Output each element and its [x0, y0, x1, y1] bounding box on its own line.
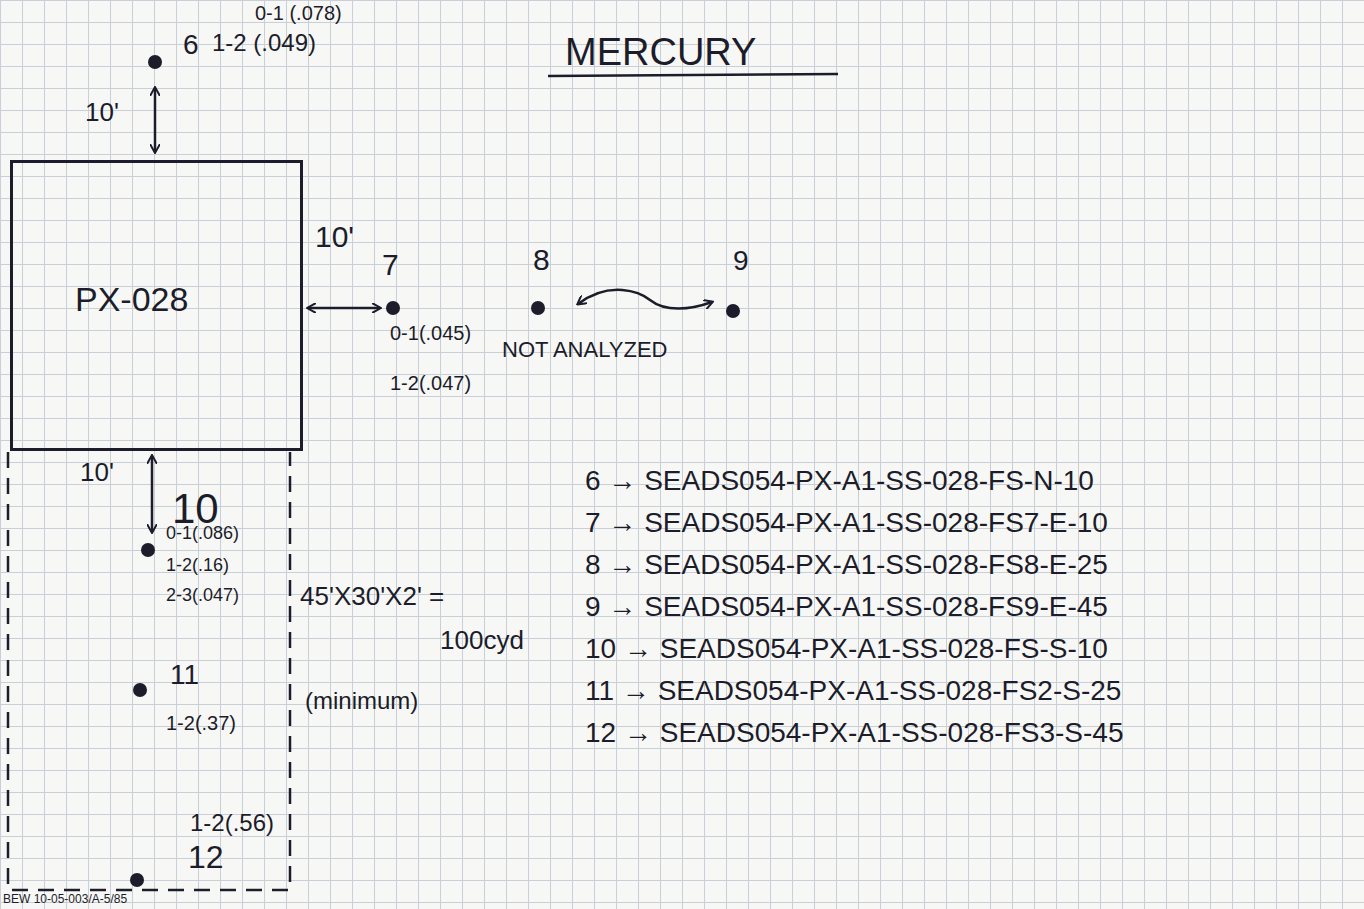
excavation-outline: [8, 452, 290, 890]
dimension-arrow: [151, 456, 154, 532]
dimension-arrow: [308, 307, 380, 310]
sample-result: 1-2(.16): [166, 556, 229, 576]
dimension: 10': [80, 458, 114, 487]
sample-point: [130, 873, 144, 887]
sample-result: 0-1(.045): [390, 322, 471, 344]
volume-estimate: 100cyd: [440, 626, 524, 655]
sample-id: 9 → SEADS054-PX-A1-SS-028-FS9-E-45: [585, 592, 1108, 623]
sample-result: 1-2(.047): [390, 372, 471, 394]
note: NOT ANALYZED: [502, 338, 667, 362]
note: (minimum): [305, 688, 418, 714]
box-label: PX-028: [75, 281, 188, 318]
sample-point: [141, 543, 155, 557]
sample-id: 8 → SEADS054-PX-A1-SS-028-FS8-E-25: [585, 550, 1108, 581]
dimension-arrow: [154, 88, 157, 152]
sample-id: 10 → SEADS054-PX-A1-SS-028-FS-S-10: [585, 634, 1108, 665]
volume-estimate: 45'X30'X2' =: [300, 582, 444, 611]
dimension: 10': [85, 98, 119, 127]
form-number: BEW 10-05-003/A-5/85: [3, 893, 127, 906]
sample-id: 11 → SEADS054-PX-A1-SS-028-FS2-S-25: [585, 676, 1121, 707]
sample-point: [531, 301, 545, 315]
sample-result: 0-1(.086): [166, 524, 239, 544]
sample-id: 12 → SEADS054-PX-A1-SS-028-FS3-S-45: [585, 718, 1123, 749]
sample-number: 9: [733, 246, 749, 277]
sample-result: 2-3(.047): [166, 586, 239, 606]
title-underline: [548, 74, 838, 76]
sample-result: 1-2(.56): [190, 810, 274, 836]
title: MERCURY: [565, 32, 756, 74]
sample-number: 11: [170, 660, 199, 691]
sample-id: 6 → SEADS054-PX-A1-SS-028-FS-N-10: [585, 466, 1094, 497]
sample-point: [386, 301, 400, 315]
site-box: PX-028: [10, 160, 303, 451]
sample-result: 1-2 (.049): [212, 30, 316, 56]
sample-point: [148, 55, 162, 69]
sample-number: 12: [188, 840, 224, 875]
wavy-arrow: [578, 290, 712, 309]
sample-point: [133, 683, 147, 697]
sample-number: 6: [183, 30, 199, 61]
sample-result: 0-1 (.078): [255, 2, 342, 24]
sample-point: [726, 304, 740, 318]
dimension: 10': [315, 220, 354, 253]
sample-result: 1-2(.37): [166, 712, 236, 734]
sample-number: 7: [382, 248, 399, 281]
sample-id: 7 → SEADS054-PX-A1-SS-028-FS7-E-10: [585, 508, 1108, 539]
sample-number: 8: [533, 243, 550, 276]
